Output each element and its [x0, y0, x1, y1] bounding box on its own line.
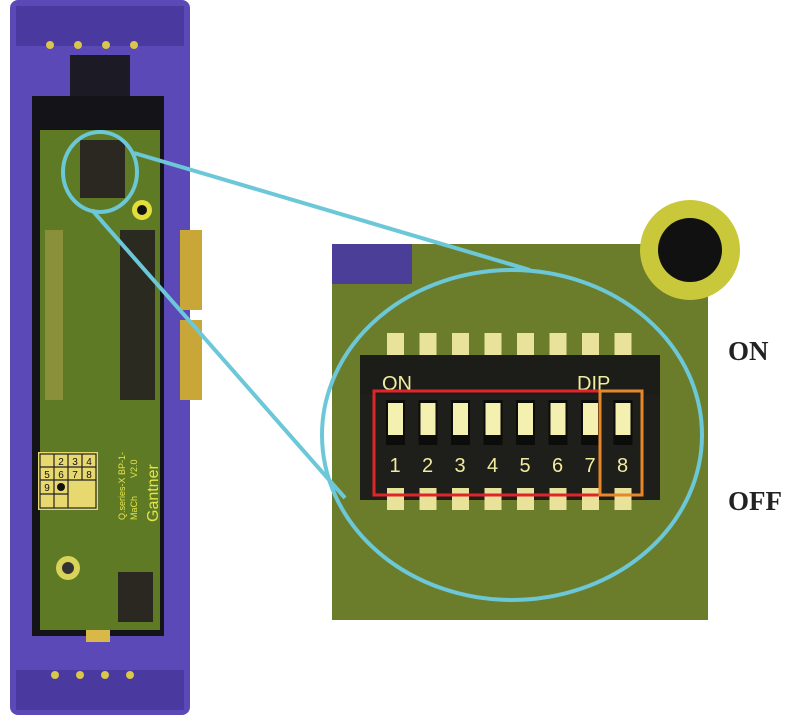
- callout-large-circle: [320, 268, 704, 602]
- silkscreen-model: Q.series-X BP-1-: [117, 452, 127, 520]
- silkscreen-version: V2.0: [129, 459, 139, 478]
- dip-switch-small: [80, 140, 125, 198]
- highlight-box-switch-8: [598, 389, 644, 497]
- switch-toggle: [615, 403, 631, 435]
- switch-number: 6: [552, 455, 563, 477]
- switch-number: 5: [519, 455, 530, 477]
- board-silkscreen: Q.series-X BP-1- MaCh V2.0 Gantner: [117, 452, 162, 522]
- off-label: OFF: [728, 486, 782, 516]
- callout: [61, 130, 704, 602]
- switch-toggle: [388, 403, 403, 435]
- switch-number: 7: [584, 455, 595, 477]
- switch-toggle: [518, 403, 533, 435]
- grid-number: 4: [86, 457, 92, 468]
- dip-switch-8: 8: [613, 333, 633, 510]
- callout-small-circle: [61, 130, 139, 214]
- address-grid: 2 3 4 5 6 7 8 9: [38, 452, 98, 510]
- callout-line-bottom: [90, 208, 347, 500]
- switch-toggle: [583, 403, 598, 435]
- grid-number: 6: [58, 470, 64, 481]
- switch-number: 1: [389, 455, 400, 477]
- grid-number: 7: [72, 470, 78, 481]
- silkscreen-mach: MaCh: [129, 496, 139, 520]
- switch-toggle: [550, 403, 566, 435]
- switch-toggle: [485, 403, 501, 435]
- switch-number: 3: [454, 455, 465, 477]
- dip-switch-6: 6: [548, 333, 568, 510]
- switch-toggle: [420, 403, 436, 435]
- switch-number: 8: [617, 455, 628, 477]
- grid-number: 8: [86, 470, 92, 481]
- grid-number: 9: [44, 483, 50, 494]
- silkscreen-brand: Gantner: [145, 464, 162, 522]
- grid-number: 3: [72, 457, 78, 468]
- switch-number: 2: [422, 455, 433, 477]
- switch-toggle: [453, 403, 468, 435]
- callout-line-top: [133, 151, 531, 272]
- switch-number: 4: [487, 455, 498, 477]
- on-label: ON: [728, 336, 769, 366]
- grid-number: 2: [58, 457, 64, 468]
- grid-number: 5: [44, 470, 50, 481]
